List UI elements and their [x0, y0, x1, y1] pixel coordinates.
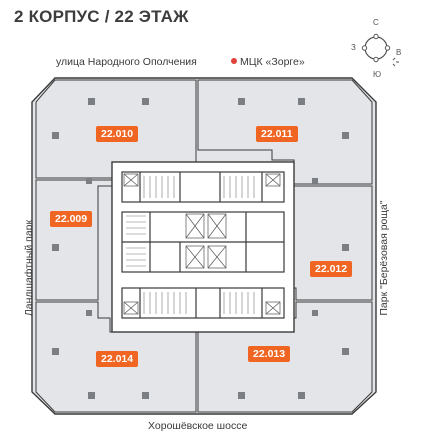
unit-label-22-013[interactable]: 22.013 — [248, 346, 291, 362]
unit-label-22-011[interactable]: 22.011 — [256, 126, 298, 142]
stair-hatching — [126, 176, 255, 314]
unit-label-22-014[interactable]: 22.014 — [96, 351, 139, 367]
metro-label: МЦК «Зорге» — [231, 56, 305, 68]
compass-south: Ю — [373, 70, 382, 79]
compass-icon — [361, 33, 399, 67]
compass-north: С — [373, 18, 379, 27]
street-label-top: улица Народного Ополчения — [56, 56, 197, 68]
core-walls — [121, 171, 285, 319]
unit-label-22-012[interactable]: 22.012 — [310, 261, 353, 277]
elevator-shafts — [123, 173, 281, 315]
unit-label-22-009[interactable]: 22.009 — [50, 211, 93, 227]
unit-label-22-010[interactable]: 22.010 — [96, 126, 139, 142]
unit-22-012[interactable] — [293, 185, 373, 301]
metro-icon — [231, 58, 237, 64]
compass-east: В — [396, 48, 402, 57]
metro-text: МЦК «Зорге» — [240, 56, 305, 68]
compass: С Ю З В — [346, 18, 406, 80]
structural-columns — [52, 98, 349, 399]
compass-west: З — [351, 43, 356, 52]
street-label-bottom: Хорошёвское шоссе — [148, 420, 248, 432]
page-title: 2 КОРПУС / 22 ЭТАЖ — [14, 7, 189, 26]
